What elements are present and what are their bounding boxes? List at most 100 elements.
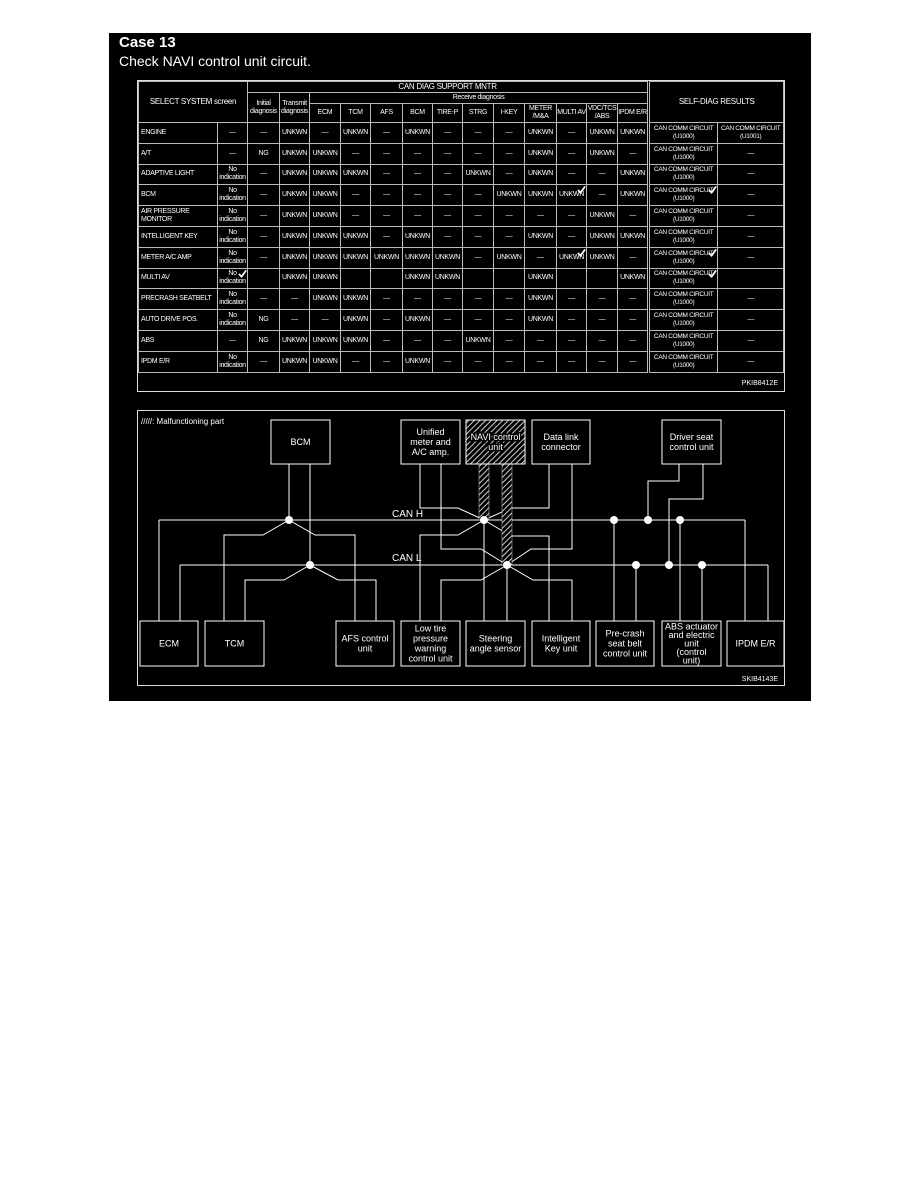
table-cell: CAN COMM CIRCUIT (U1000) bbox=[647, 205, 719, 227]
table-cell: UNKWN bbox=[279, 225, 310, 248]
cell-value: — bbox=[505, 295, 513, 303]
cell-value: UNKWN bbox=[343, 253, 368, 261]
cell-value: No indication bbox=[219, 312, 246, 328]
cell-value: — bbox=[352, 191, 359, 199]
table-cell: — bbox=[370, 329, 403, 352]
table-cell: UNKWN bbox=[340, 246, 371, 269]
table-cell: NG bbox=[247, 142, 280, 165]
table-cell: — bbox=[247, 184, 280, 207]
table-cell: — bbox=[462, 246, 494, 269]
table-cell: UNKWN bbox=[309, 288, 341, 311]
cell-value: — bbox=[537, 336, 544, 344]
unit-box-ipdm: IPDM E/R bbox=[726, 620, 784, 667]
cell-value: CAN COMM CIRCUIT (U1001) bbox=[720, 124, 781, 140]
cell-value: CAN COMM CIRCUIT (U1000) bbox=[653, 208, 714, 224]
receive-diagnosis-header: Receive diagnosis bbox=[308, 92, 650, 104]
can-h-label: CAN H bbox=[392, 509, 423, 520]
system-name-cell: IPDM E/R bbox=[138, 350, 218, 373]
cell-value: — bbox=[629, 357, 636, 365]
cell-value: — bbox=[598, 357, 606, 365]
cell-value: UNKWN bbox=[528, 170, 553, 178]
cell-value: UNKWN bbox=[589, 232, 615, 240]
cell-value: UNKWN bbox=[282, 357, 307, 365]
table-cell: UNKWN bbox=[279, 142, 310, 165]
cell-value: No indication bbox=[219, 166, 246, 182]
cell-value: — bbox=[260, 232, 267, 240]
cell-value: — bbox=[383, 212, 390, 220]
unit-label: BCM bbox=[291, 437, 311, 447]
cell-value: — bbox=[598, 170, 606, 178]
table-cell: UNKWN bbox=[340, 163, 371, 186]
table-cell: — bbox=[462, 142, 494, 165]
cell-value: — bbox=[598, 191, 606, 199]
table-cell: UNKWN bbox=[616, 225, 650, 248]
cell-value: — bbox=[568, 336, 575, 344]
cell-value: — bbox=[444, 170, 451, 178]
table-cell: — bbox=[247, 246, 280, 269]
table-cell: UNKWN bbox=[309, 142, 341, 165]
cell-value: — bbox=[229, 336, 236, 344]
table-cell: UNKWN bbox=[616, 184, 650, 207]
cell-value: — bbox=[629, 336, 636, 344]
cell-value: UNKWN bbox=[312, 149, 338, 157]
table-cell: — bbox=[217, 122, 248, 144]
table-cell: — bbox=[586, 163, 618, 186]
cell-value: — bbox=[352, 357, 359, 365]
cell-value: — bbox=[747, 253, 755, 261]
junction-dot bbox=[676, 516, 684, 524]
cell-value: UNKWN bbox=[559, 191, 584, 199]
cell-value: — bbox=[505, 357, 513, 365]
cell-value: UNKWN bbox=[528, 149, 553, 157]
table-cell: — bbox=[493, 225, 525, 248]
cell-value: UNKWN bbox=[312, 357, 338, 365]
check-mark-icon bbox=[577, 186, 586, 195]
cell-value: — bbox=[747, 149, 755, 157]
cell-value: UNKWN bbox=[528, 191, 553, 199]
table-cell: UNKWN bbox=[586, 225, 618, 248]
cell-value: No indication bbox=[219, 208, 246, 224]
table-cell: — bbox=[556, 205, 587, 227]
table-cell: UNKWN bbox=[309, 184, 341, 207]
cell-value: — bbox=[568, 128, 575, 136]
table-cell: — bbox=[370, 163, 403, 186]
junction-dot bbox=[644, 516, 652, 524]
column-header: TIRE-P bbox=[432, 103, 463, 123]
cell-value: — bbox=[747, 316, 755, 324]
table-cell: — bbox=[217, 329, 248, 352]
cell-value: UNKWN bbox=[435, 253, 460, 261]
cell-value: — bbox=[229, 128, 236, 136]
system-name-cell: A/T bbox=[138, 142, 218, 165]
table-cell: UNKWN bbox=[402, 309, 433, 331]
table-cell: — bbox=[717, 163, 785, 186]
table-cell: No indication bbox=[217, 184, 248, 207]
check-mark-icon bbox=[708, 186, 717, 195]
cell-value: UNKWN bbox=[589, 253, 615, 261]
cell-value: UNKWN bbox=[528, 295, 553, 303]
cell-value: UNKWN bbox=[282, 274, 307, 282]
table-cell: CAN COMM CIRCUIT (U1001) bbox=[717, 122, 785, 144]
cell-value: UNKWN bbox=[343, 232, 368, 240]
can-wire bbox=[647, 464, 680, 520]
table-cell: — bbox=[402, 288, 433, 311]
cell-value: CAN COMM CIRCUIT (U1000) bbox=[653, 187, 714, 203]
table-cell: UNKWN bbox=[309, 246, 341, 269]
table-cell: UNKWN bbox=[402, 267, 433, 290]
cell-value: UNKWN bbox=[312, 191, 338, 199]
table-cell: CAN COMM CIRCUIT (U1000) bbox=[647, 163, 719, 186]
cell-value: — bbox=[505, 170, 513, 178]
table-cell: — bbox=[493, 350, 525, 373]
table-cell: — bbox=[247, 288, 280, 311]
table-cell: UNKWN bbox=[309, 350, 341, 373]
table-cell: — bbox=[616, 246, 650, 269]
table-cell: — bbox=[309, 309, 341, 331]
cell-value: — bbox=[629, 316, 636, 324]
unit-label: IPDM E/R bbox=[735, 639, 776, 649]
table-cell bbox=[340, 267, 371, 290]
table-cell bbox=[370, 267, 403, 290]
table-cell: — bbox=[340, 205, 371, 227]
cell-value: — bbox=[321, 316, 329, 324]
